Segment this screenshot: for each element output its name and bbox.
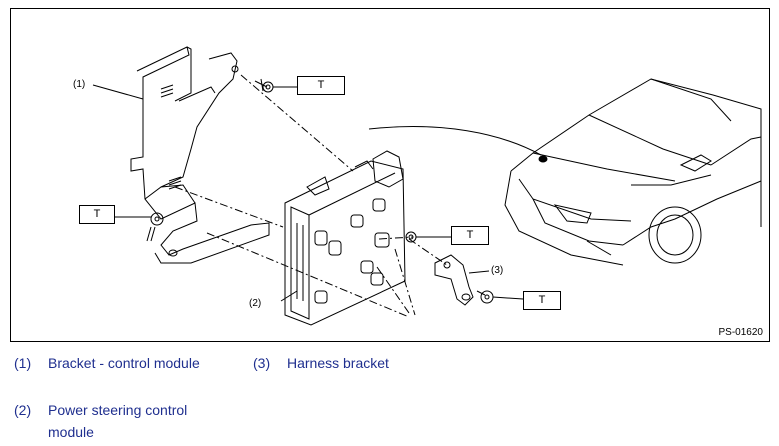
torque-box: T <box>79 205 115 224</box>
diagram-figure: (1) (2) (3) T T T T PS-01620 <box>10 8 770 342</box>
vehicle-outline <box>504 78 762 266</box>
legend-text: Harness bracket <box>287 355 389 371</box>
torque-box: T <box>523 291 561 310</box>
power-steering-control-module <box>284 150 406 326</box>
legend-item: (3) Harness bracket <box>253 352 389 374</box>
legend-item: (1) Bracket - control module <box>14 352 200 374</box>
bolts <box>115 78 524 304</box>
torque-box: T <box>297 76 345 95</box>
bracket-control-module <box>130 46 270 264</box>
legend-number: (3) <box>253 355 271 371</box>
leader-lines <box>92 84 542 302</box>
legend-text: Power steering control module <box>48 402 188 440</box>
callout-3: (3) <box>491 265 504 276</box>
legend-number: (1) <box>14 355 32 371</box>
legend-item: (2) Power steering control module <box>14 399 218 443</box>
torque-box: T <box>451 226 489 245</box>
guide-lines <box>174 74 448 318</box>
callout-1: (1) <box>73 79 86 90</box>
callout-2: (2) <box>249 298 262 309</box>
diagram-drawing <box>92 46 762 326</box>
legend-text: Bracket - control module <box>48 355 200 371</box>
harness-bracket <box>434 254 474 306</box>
figure-id: PS-01620 <box>718 327 763 338</box>
legend-number: (2) <box>14 402 32 418</box>
